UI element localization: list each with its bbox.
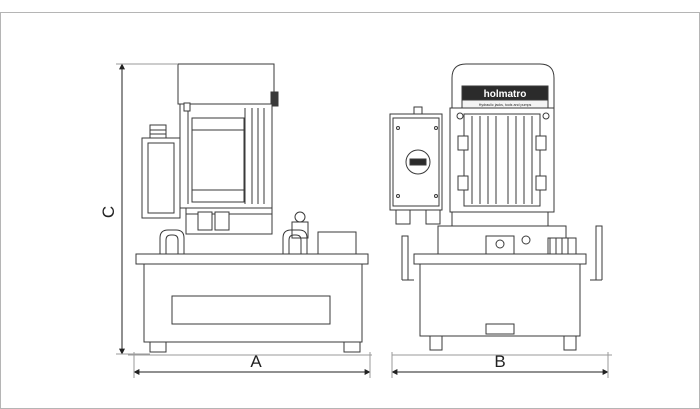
front-view [389,63,612,356]
side-reservoir-lid [135,253,369,265]
side-reservoir-window [171,295,331,325]
brand-tagline: Hydraulic jacks, tools and pumps [479,103,532,107]
side-motor-cap [177,63,275,105]
dim-label-height: C [99,206,118,218]
dim-label-depth: B [494,352,505,371]
dim-label-width: A [250,352,262,371]
front-reservoir-lid [413,253,587,265]
side-view [128,63,372,356]
brand-name: holmatro [484,89,527,100]
